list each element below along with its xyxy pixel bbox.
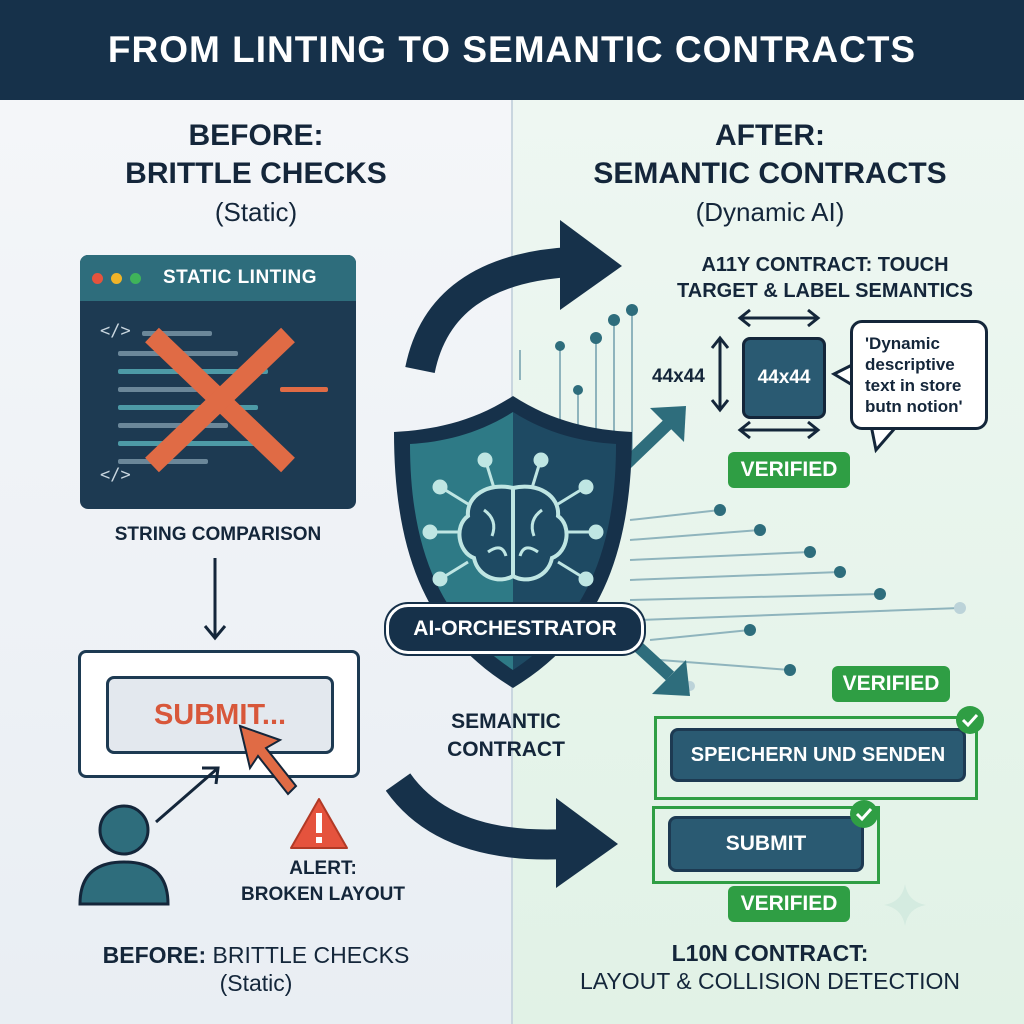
l10n-contract-line1: L10N CONTRACT: bbox=[671, 940, 869, 966]
before-footer-rest: BRITTLE CHECKS bbox=[206, 942, 410, 968]
before-footer-line2: (Static) bbox=[219, 970, 293, 996]
code-close-tag: </> bbox=[100, 465, 131, 485]
static-linting-window: STATIC LINTING </> </> bbox=[80, 255, 356, 509]
pointing-arrow-icon bbox=[155, 766, 220, 824]
verified-badge-top: VERIFIED bbox=[832, 666, 950, 702]
label-speech-bubble: 'Dynamic descriptive text in store butn … bbox=[850, 320, 988, 430]
window-titlebar: STATIC LINTING bbox=[80, 255, 356, 301]
speichern-und-senden-button[interactable]: SPEICHERN UND SENDEN bbox=[670, 728, 966, 782]
after-heading-line2: SEMANTIC CONTRACTS bbox=[593, 157, 947, 190]
verified-badge-bottom: VERIFIED bbox=[728, 886, 850, 922]
dimension-arrows-icon bbox=[710, 308, 821, 440]
before-footer-bold: BEFORE: bbox=[102, 942, 207, 968]
page-title: FROM LINTING TO SEMANTIC CONTRACTS bbox=[107, 29, 917, 70]
alert-line1: ALERT: bbox=[289, 858, 357, 879]
string-comparison-label: STRING COMPARISON bbox=[114, 524, 322, 545]
check-icon-top bbox=[956, 706, 984, 734]
after-heading-line1: AFTER: bbox=[715, 119, 825, 152]
maximize-dot-icon bbox=[130, 272, 141, 284]
submit-button-truncated[interactable]: SUBMIT... bbox=[106, 676, 334, 754]
check-icon-bottom bbox=[850, 800, 878, 828]
before-heading-line1: BEFORE: bbox=[188, 119, 324, 152]
close-dot-icon bbox=[92, 272, 103, 284]
a11y-contract-line2: TARGET & LABEL SEMANTICS bbox=[677, 280, 973, 302]
user-person-icon bbox=[78, 804, 170, 906]
window-title: STATIC LINTING bbox=[163, 267, 318, 288]
before-heading-sub: (Static) bbox=[214, 197, 298, 227]
before-footer-line1: BEFORE: BRITTLE CHECKS bbox=[0, 942, 512, 969]
l10n-contract-line2: LAYOUT & COLLISION DETECTION bbox=[579, 968, 960, 994]
verified-badge-a11y: VERIFIED bbox=[728, 452, 850, 488]
submit-button-frame bbox=[652, 806, 880, 884]
after-heading-sub: (Dynamic AI) bbox=[695, 197, 845, 227]
cursor-arrow-icon bbox=[238, 724, 298, 796]
curved-arrow-bottom-icon bbox=[386, 772, 618, 888]
code-open-tag: </> bbox=[100, 321, 131, 341]
a11y-contract-line1: A11Y CONTRACT: TOUCH bbox=[701, 254, 949, 276]
before-heading-line2: BRITTLE CHECKS bbox=[125, 157, 387, 190]
size-side-label: 44x44 bbox=[652, 366, 705, 387]
german-button-frame bbox=[654, 716, 978, 800]
touch-target-box: 44x44 bbox=[742, 337, 826, 419]
error-x-icon bbox=[145, 327, 295, 473]
minimize-dot-icon bbox=[111, 272, 122, 284]
curved-arrow-top-icon bbox=[405, 220, 622, 374]
semantic-contract-line1: SEMANTIC bbox=[451, 710, 561, 733]
ai-orchestrator-badge: AI-ORCHESTRATOR bbox=[386, 604, 644, 654]
alert-line2: BROKEN LAYOUT bbox=[241, 884, 405, 905]
sparkle-icon bbox=[884, 884, 926, 926]
warning-icon bbox=[290, 798, 348, 849]
title-banner: FROM LINTING TO SEMANTIC CONTRACTS bbox=[0, 0, 1024, 100]
semantic-contract-line2: CONTRACT bbox=[447, 738, 565, 761]
down-arrow-icon bbox=[203, 558, 227, 641]
submit-button-fixed[interactable]: SUBMIT bbox=[668, 816, 864, 872]
